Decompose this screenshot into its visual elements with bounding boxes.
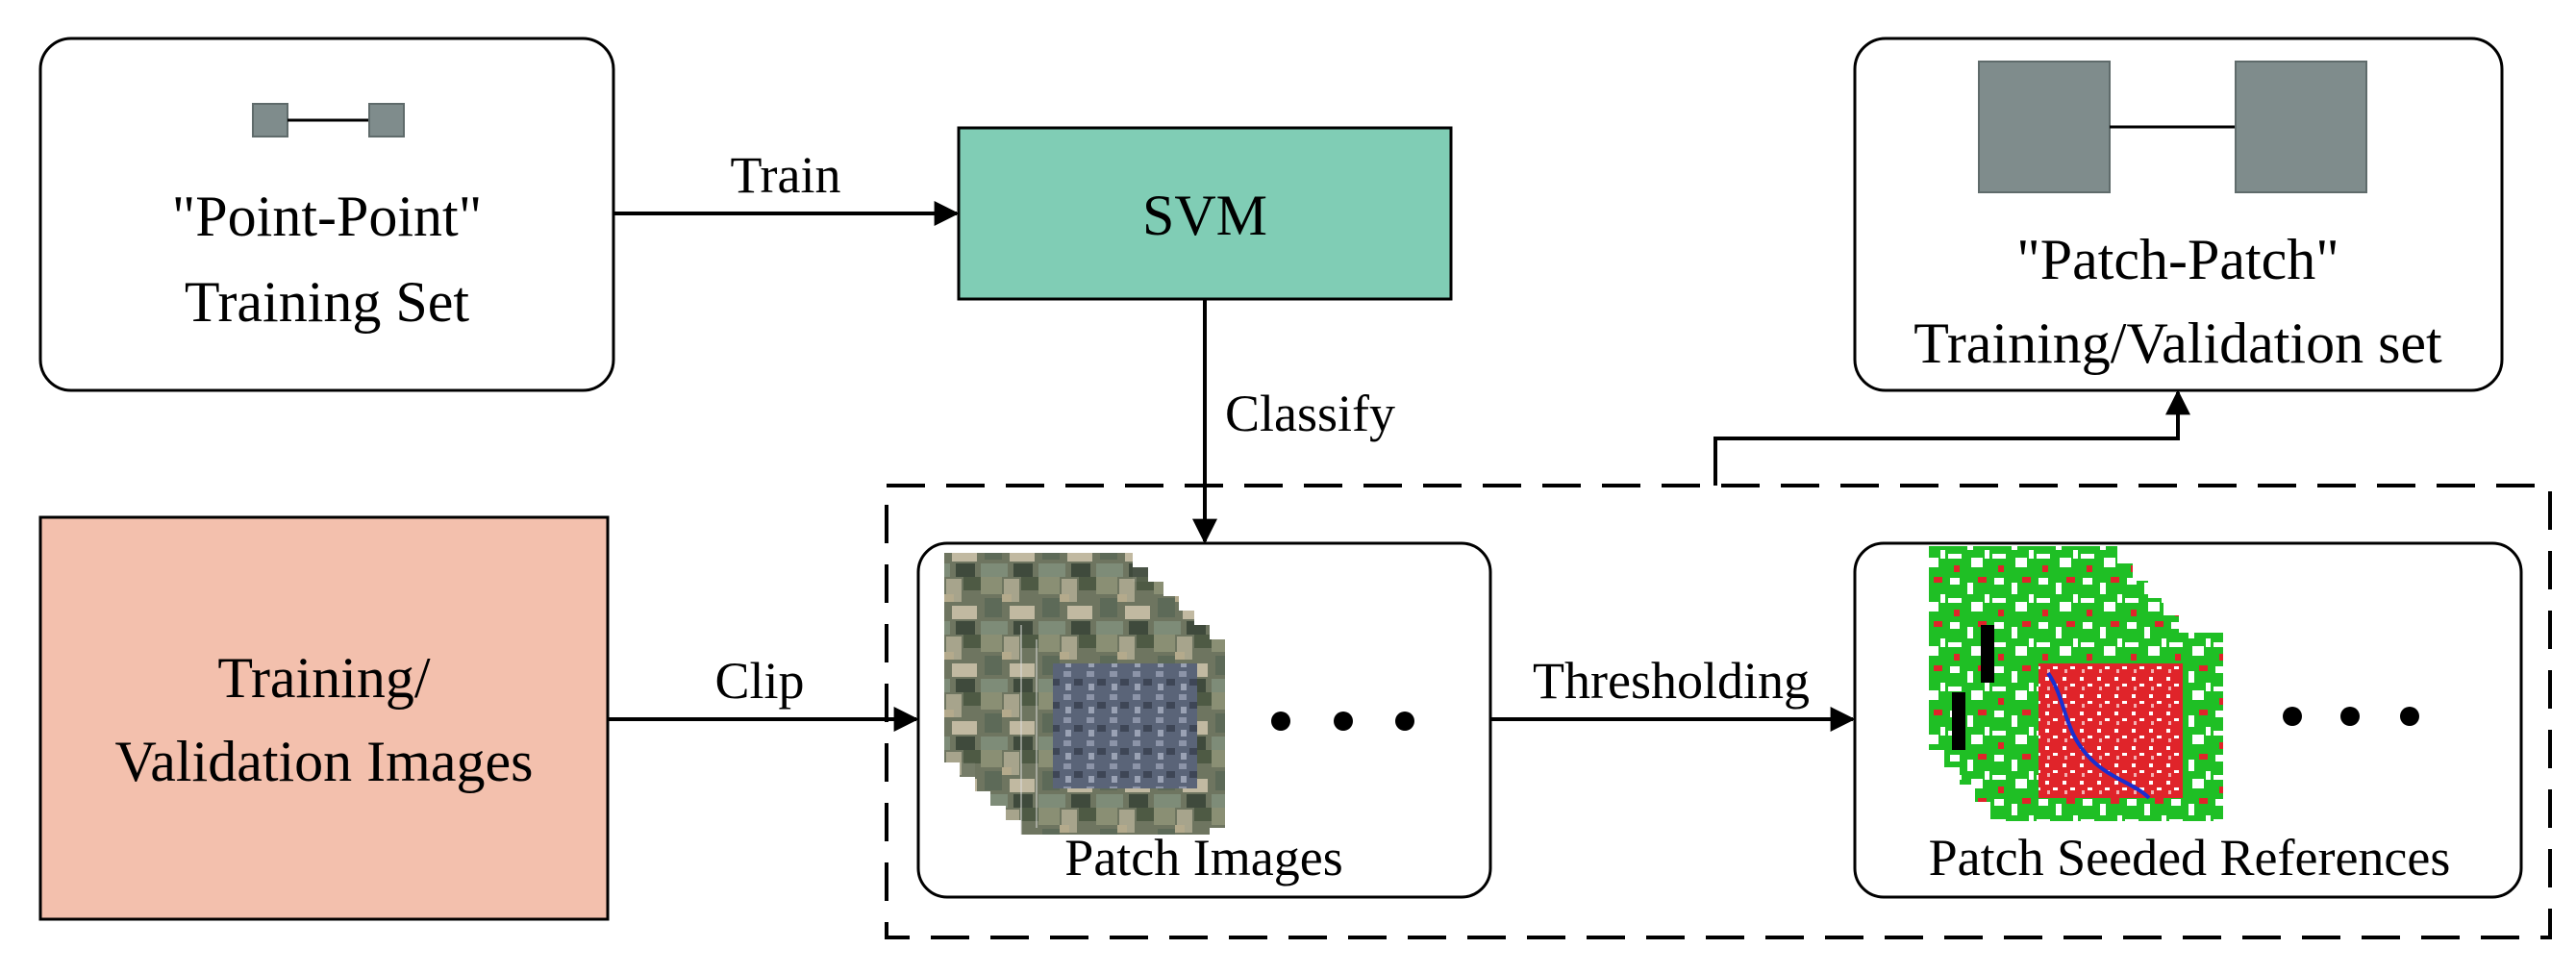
point-training-set-node: "Point-Point" Training Set (38, 37, 615, 392)
patch-training-set-line2: Training/Validation set (1913, 312, 2442, 375)
patch-process-group (885, 484, 2552, 939)
svm-box (957, 126, 1453, 301)
group-to-patch-set-arrow (1713, 389, 2190, 486)
classify-label: Classify (1225, 385, 1395, 442)
thresholding-edge: Thresholding (1490, 652, 1856, 732)
training-images-box (38, 515, 610, 921)
seeded-reference-stack (1929, 546, 2223, 821)
point-training-set-line2: Training Set (185, 270, 469, 334)
patch-images-node: Patch Images (916, 541, 1492, 899)
point-training-set-line1: "Point-Point" (172, 185, 482, 248)
ellipsis-dots-right (2283, 707, 2419, 726)
patch-references-node: Patch Seeded References (1853, 541, 2523, 899)
point-point-icon (252, 103, 405, 137)
clip-edge: Clip (608, 652, 919, 732)
patch-training-set-node: "Patch-Patch" Training/Validation set (1853, 37, 2504, 392)
training-images-line1: Training/ (217, 646, 430, 710)
train-label: Train (730, 146, 840, 204)
svm-label: SVM (1142, 184, 1267, 247)
training-images-node: Training/ Validation Images (38, 515, 610, 921)
patch-images-caption: Patch Images (1064, 829, 1342, 887)
svm-node: SVM (957, 126, 1453, 301)
classify-edge: Classify (1192, 299, 1395, 544)
training-images-line2: Validation Images (115, 730, 534, 793)
patch-training-set-line1: "Patch-Patch" (2016, 228, 2339, 291)
satellite-patch-stack (944, 553, 1225, 835)
thresholding-label: Thresholding (1533, 652, 1810, 710)
ellipsis-dots-left (1271, 712, 1414, 731)
patch-references-caption: Patch Seeded References (1929, 829, 2451, 887)
train-edge: Train (613, 146, 960, 226)
clip-label: Clip (714, 652, 804, 710)
patch-patch-icon (1978, 61, 2367, 193)
